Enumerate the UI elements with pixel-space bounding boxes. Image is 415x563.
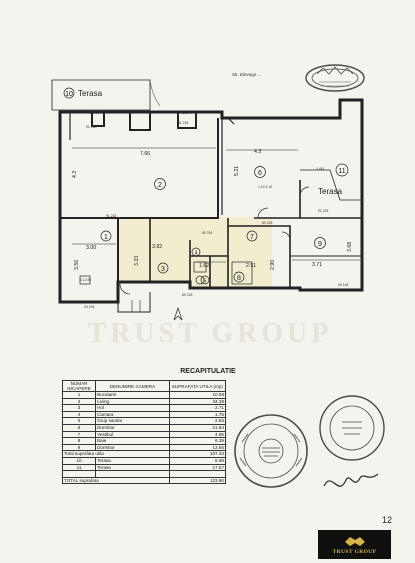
- dim-766: 7.66: [140, 151, 150, 157]
- terrace-right-label: Terasa: [318, 187, 343, 196]
- top-note: Str. Elevago ...: [232, 72, 261, 77]
- room-label-9: 9: [318, 241, 322, 248]
- svg-text:91 218: 91 218: [318, 209, 328, 213]
- svg-text:24 218: 24 218: [84, 305, 94, 309]
- svg-text:91 218: 91 218: [178, 121, 188, 125]
- dim-392: 3.92: [152, 244, 162, 250]
- dim-43: 4.3: [254, 149, 261, 155]
- header-room-number: NUMAR INCAPERE: [61, 380, 97, 392]
- room-label-10: 10: [65, 91, 73, 98]
- header-area: SUPRAFATA UTILA (mp): [168, 380, 227, 392]
- dim-356: 3.56: [74, 260, 80, 270]
- dim-521: 5.21: [234, 166, 240, 176]
- svg-text:80 218: 80 218: [202, 231, 212, 235]
- watermark: TRUST GROUP: [87, 318, 333, 349]
- terrace-left-outline: [51, 79, 151, 111]
- highlighted-hall-area: [118, 217, 272, 288]
- dim-371: 3.71: [312, 262, 322, 268]
- room-label-8: 8: [237, 275, 241, 282]
- page-number: 12: [382, 515, 393, 525]
- svg-text:1.12 82: 1.12 82: [80, 278, 91, 282]
- handshake-icon: [345, 537, 365, 546]
- dim-160: 1.60: [316, 166, 325, 171]
- door-arc: [257, 207, 269, 219]
- sink-fixture: [193, 261, 207, 273]
- svg-text:91 218: 91 218: [106, 214, 116, 218]
- svg-text:1.5 90: 1.5 90: [90, 111, 100, 115]
- dim-154: 1.54: [182, 110, 191, 115]
- company-logo: TRUST GROUP: [318, 530, 391, 559]
- seal-stamp-top: [305, 64, 365, 92]
- svg-text:80 218: 80 218: [262, 221, 272, 225]
- svg-text:1.10 2.10: 1.10 2.10: [258, 185, 272, 189]
- seal-stamp-round: [234, 414, 308, 488]
- room-label-4: 4: [195, 251, 198, 257]
- dim-368: 3.68: [347, 242, 353, 252]
- header-room-name: DENUMIRE CAMERA: [95, 380, 170, 392]
- svg-text:80 218: 80 218: [182, 293, 192, 297]
- logo-text: TRUST GROUP: [332, 549, 377, 555]
- svg-text:91 218: 91 218: [86, 125, 96, 129]
- toilet-fixture: [195, 275, 205, 285]
- recap-table: NUMAR INCAPERE DENUMIRE CAMERA SUPRAFATA…: [61, 380, 227, 485]
- room-number-markers: [63, 87, 349, 285]
- room-label-7: 7: [250, 234, 254, 241]
- room-label-11: 11: [338, 168, 345, 175]
- dim-333: 3.33: [134, 256, 140, 266]
- signature: [323, 473, 379, 487]
- room-label-3: 3: [161, 266, 165, 273]
- bathtub-fixture: [231, 261, 253, 285]
- dim-251: 2.51: [246, 263, 256, 269]
- svg-text:90 145: 90 145: [338, 283, 348, 287]
- outer-walls: [58, 98, 364, 304]
- room-label-5: 5: [204, 279, 207, 285]
- dim-42: 4.2: [72, 171, 78, 178]
- room-label-6: 6: [258, 170, 262, 177]
- recap-title: RECAPITULATIE: [180, 368, 236, 375]
- dim-300: 3.00: [86, 245, 96, 251]
- dim-290: 2.90: [270, 260, 276, 270]
- terrace-left-label: Terasa: [78, 89, 103, 98]
- room-label-1: 1: [104, 234, 108, 241]
- dim-162: 1.62: [199, 263, 209, 269]
- room-label-2: 2: [158, 182, 162, 189]
- seal-stamp-right: [319, 395, 385, 487]
